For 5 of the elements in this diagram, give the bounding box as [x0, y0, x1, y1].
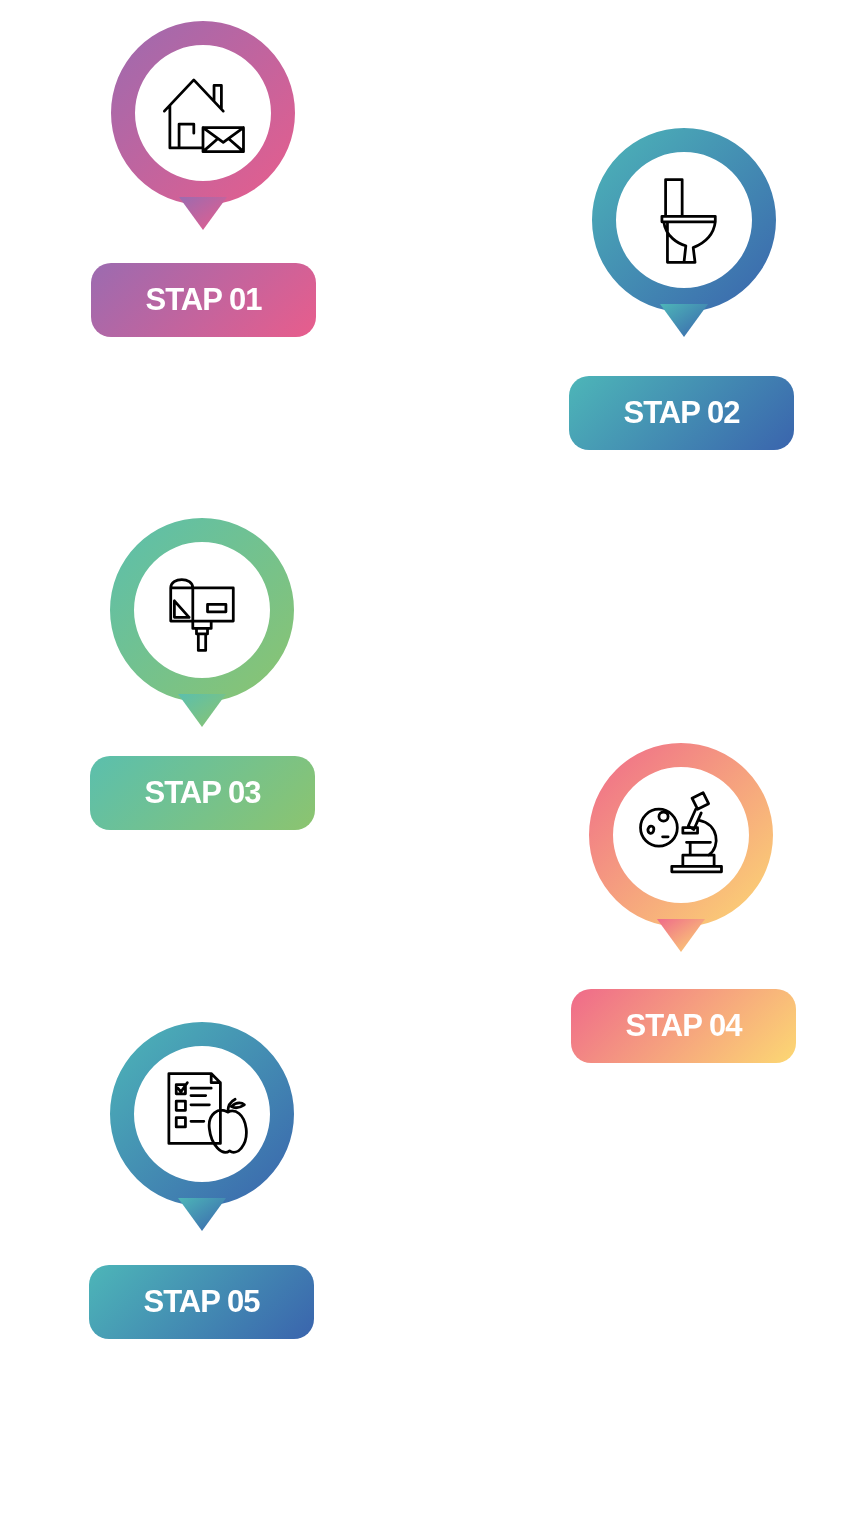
step-badge: STAP 05: [89, 1265, 314, 1339]
step-badge: STAP 04: [571, 989, 796, 1063]
step-badge: STAP 01: [91, 263, 316, 337]
step-badge: STAP 03: [90, 756, 315, 830]
step-badge: STAP 02: [569, 376, 794, 450]
